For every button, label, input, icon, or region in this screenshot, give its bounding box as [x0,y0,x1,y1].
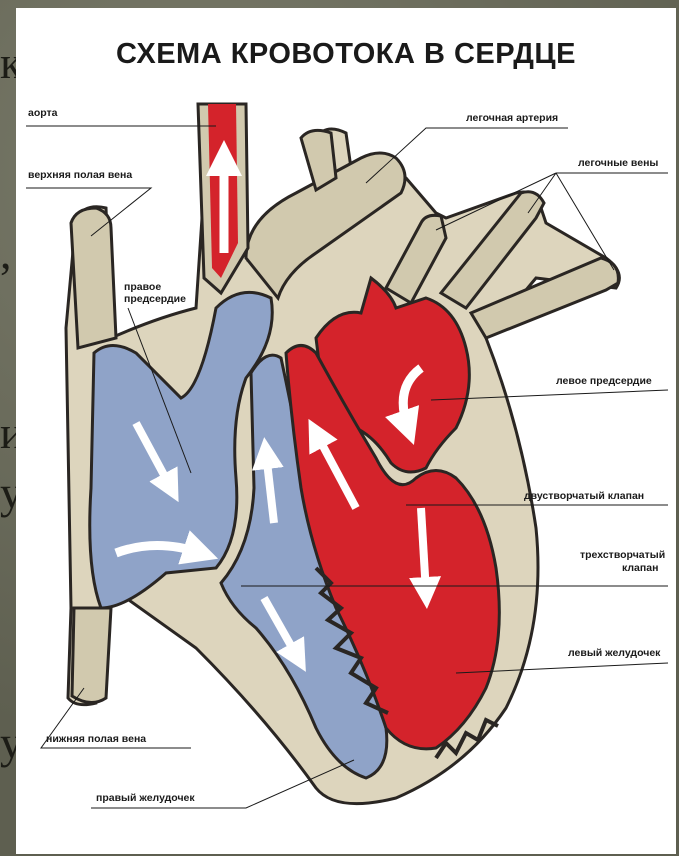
heart-diagram: аорта верхняя полая вена правое предсерд… [16,8,676,854]
label-inferior-vena-cava: нижняя полая вена [46,733,146,745]
label-right-atrium-2: предсердие [124,293,186,305]
label-pulmonary-veins: легочные вены [578,157,658,169]
label-superior-vena-cava: верхняя полая вена [28,169,132,181]
label-pulmonary-artery: легочная артерия [466,112,558,124]
label-tricuspid-valve-1: трехстворчатый [580,549,665,561]
flow-arrow-lv-down [421,508,426,593]
label-left-atrium: левое предсердие [556,375,652,387]
inferior-vena-cava-tube [72,608,111,703]
label-right-ventricle: правый желудочек [96,792,195,804]
superior-vena-cava-tube [71,208,116,348]
label-right-atrium-1: правое [124,281,161,293]
label-aorta: аорта [28,107,58,119]
pulmonary-artery-branch [301,130,336,190]
label-tricuspid-valve-2: клапан [622,562,658,574]
label-left-ventricle: левый желудочек [568,647,661,659]
label-mitral-valve: двустворчатый клапан [524,490,644,502]
diagram-panel: СХЕМА КРОВОТОКА В СЕРДЦЕ [16,8,676,854]
background-text-2: , [0,230,12,276]
